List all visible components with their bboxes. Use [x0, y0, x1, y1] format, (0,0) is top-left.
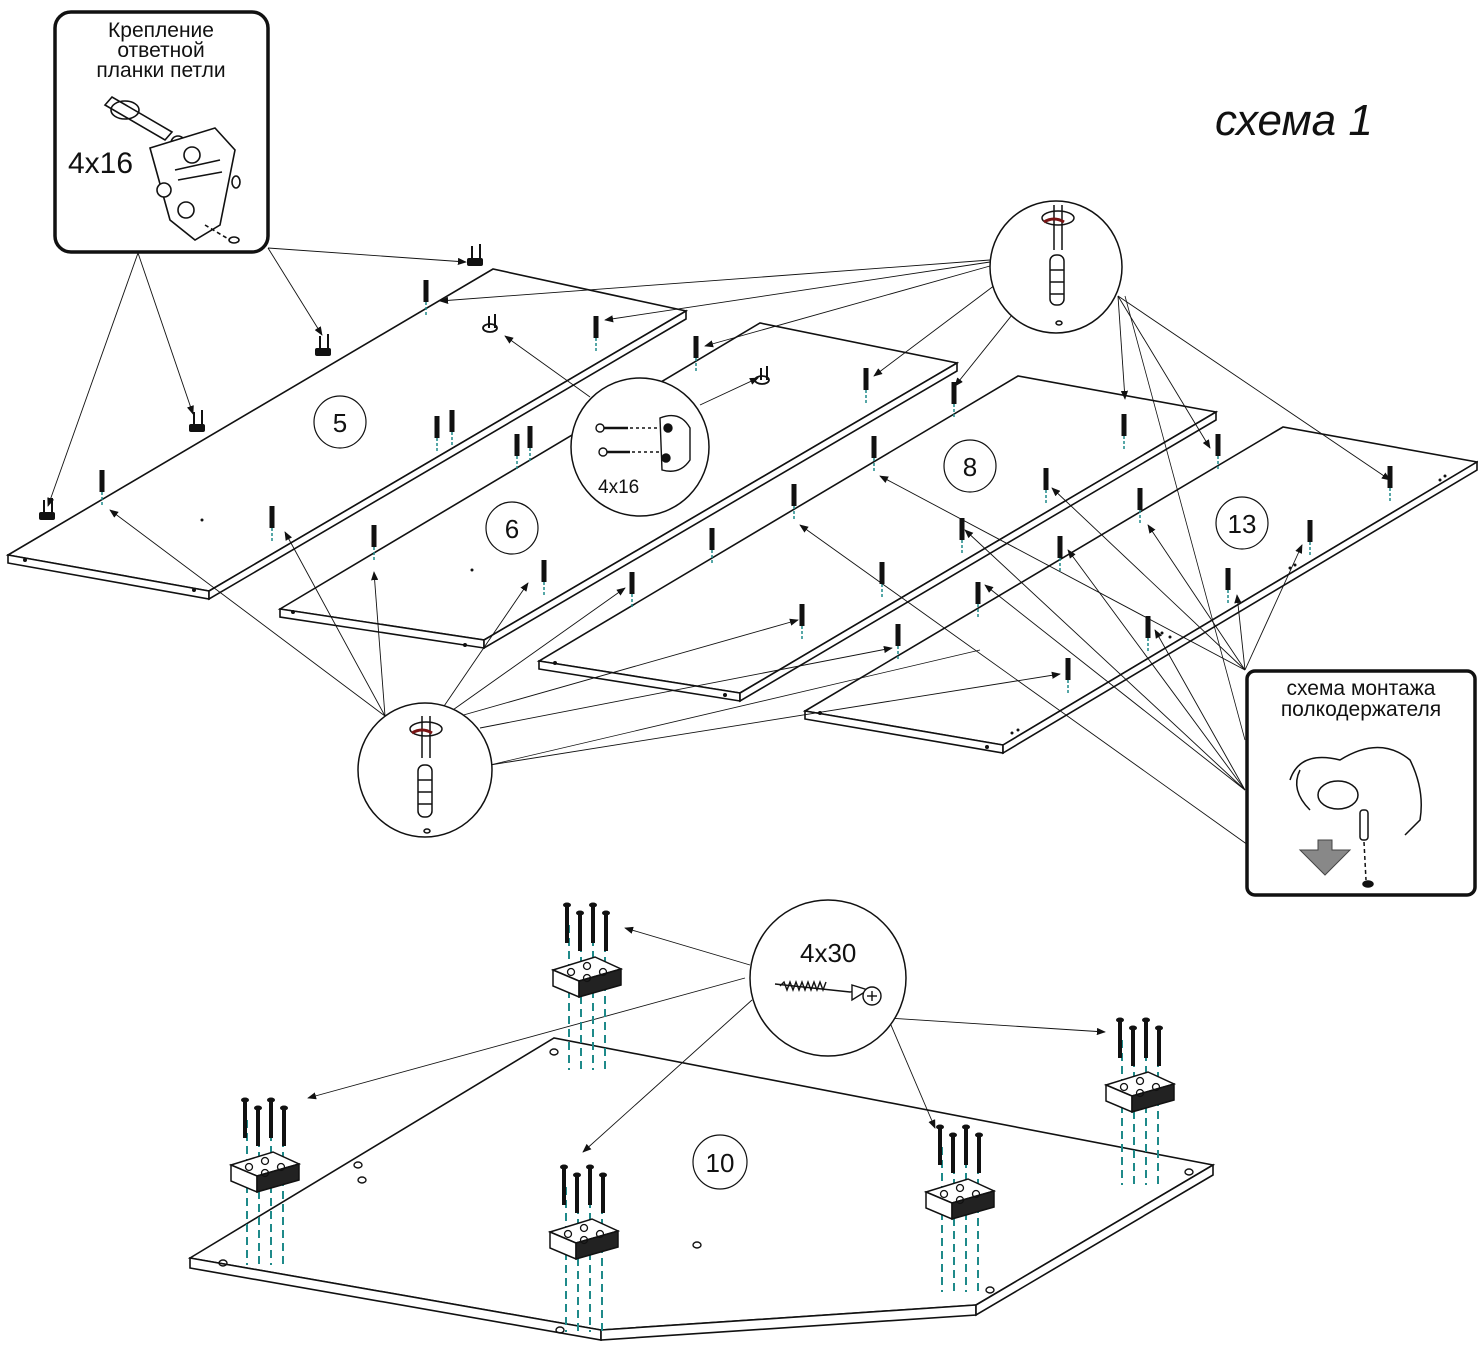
long-screw-icon [774, 980, 882, 1006]
dowel-callout-bottom [357, 702, 493, 838]
hinge-callout: Крепление ответной планки петли 4x16 [53, 10, 270, 254]
dowel-pin [791, 484, 797, 520]
panel-badge-13: 13 [1215, 496, 1269, 550]
panel-badge-10: 10 [692, 1134, 748, 1190]
furniture-leg [228, 1097, 302, 1265]
dowel-pin [1225, 568, 1231, 604]
dowel-pin [975, 582, 981, 618]
dowel-pin [709, 528, 715, 564]
shelf-support-caption-1: схема монтажа [1287, 677, 1436, 700]
hand-pin-icon [1289, 746, 1422, 888]
dowel-pin [871, 436, 877, 472]
callout-connectors [489, 295, 1246, 766]
svg-text:10: 10 [706, 1148, 735, 1178]
rotate-arrow-icon [411, 728, 433, 735]
dowel-pin [895, 624, 901, 660]
hinge-plate-icon [103, 95, 241, 244]
down-arrow-icon [1298, 839, 1352, 876]
leg-screw-callout: 4x30 [749, 899, 907, 1057]
dowel-pin [371, 525, 377, 561]
dowel-pin [1307, 520, 1313, 556]
dowel-pin [514, 434, 520, 470]
dowel-pin [951, 382, 957, 418]
furniture-legs [228, 902, 1177, 1332]
panel-badges: 5 6 8 13 10 [313, 395, 1269, 1190]
diagram-title: схема 1 [1215, 96, 1373, 145]
dowel-pin [423, 280, 429, 316]
panel-8 [536, 375, 1219, 703]
svg-text:8: 8 [963, 452, 977, 482]
furniture-leg [1103, 1017, 1177, 1185]
dowel-pin [1065, 658, 1071, 694]
hinge-caption-3: планки петли [96, 59, 225, 82]
hinge-screw-size: 4x16 [68, 147, 133, 180]
screw-bracket-icon [595, 414, 691, 472]
dowel-pin [269, 506, 275, 542]
dowel-pin [629, 572, 635, 608]
dowel-pin [1145, 616, 1151, 652]
svg-text:6: 6 [505, 514, 519, 544]
hinge-caption-2: ответной [117, 39, 204, 62]
dowel-pin [1215, 434, 1221, 470]
dowel-callout-top [989, 200, 1123, 334]
dowel-pin [879, 562, 885, 598]
shelf-support-callout: схема монтажа полкодержателя [1245, 669, 1477, 897]
dowel-pin [541, 560, 547, 596]
dowel-pin [527, 426, 533, 462]
dowel-pin [1057, 536, 1063, 572]
dowel-pin [99, 470, 105, 506]
svg-text:5: 5 [333, 408, 347, 438]
dowel-pin [1043, 468, 1049, 504]
dowel-pin [434, 416, 440, 452]
fasteners [99, 280, 1393, 694]
dowel-pin [959, 518, 965, 554]
panel-badge-6: 6 [485, 501, 539, 555]
shelf-support-caption-2: полкодержателя [1281, 698, 1441, 721]
panel-badge-8: 8 [943, 439, 997, 493]
dowel-pin [449, 410, 455, 446]
furniture-leg [923, 1124, 997, 1292]
panel-10-holes [218, 1048, 1194, 1334]
dowel-pin [863, 368, 869, 404]
furniture-leg [547, 1164, 621, 1332]
panel-13 [802, 426, 1478, 755]
leg-screw-size: 4x30 [800, 938, 856, 968]
leader-lines [47, 247, 1391, 1153]
panel-10 [187, 1037, 1216, 1341]
panel-badge-5: 5 [313, 395, 367, 449]
furniture-leg [550, 902, 624, 1070]
rotate-arrow-icon [1043, 217, 1065, 224]
dowel-pin [693, 336, 699, 372]
dowel-pin [799, 604, 805, 640]
hinge-caption-1: Крепление [108, 19, 214, 42]
panel-holes [23, 474, 1447, 749]
dowel-pin [1137, 488, 1143, 524]
dowel-pin [593, 316, 599, 352]
svg-text:13: 13 [1228, 509, 1257, 539]
bracket-callout: 4x16 [570, 377, 710, 517]
dowel-pin [1121, 414, 1127, 450]
bracket-screw-size: 4x16 [598, 477, 639, 498]
